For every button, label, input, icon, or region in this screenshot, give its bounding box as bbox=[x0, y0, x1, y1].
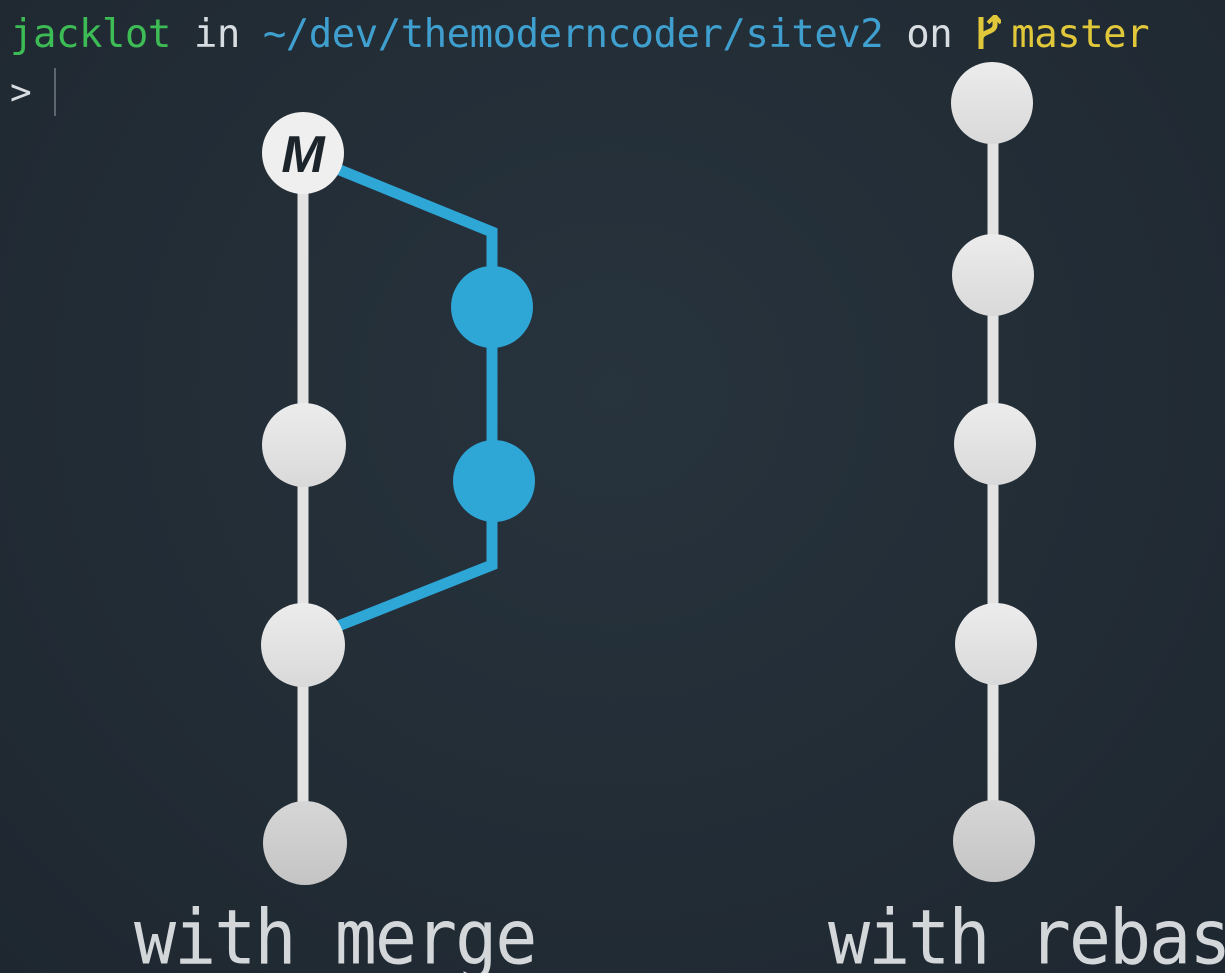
rebase-history bbox=[951, 62, 1037, 882]
prompt-branch: master bbox=[1011, 12, 1150, 57]
commit-node bbox=[952, 234, 1034, 316]
commit-node bbox=[263, 801, 347, 885]
commit-node bbox=[953, 800, 1035, 882]
commit-node bbox=[954, 403, 1036, 485]
text-cursor bbox=[53, 68, 56, 116]
prompt-in: in bbox=[193, 12, 240, 57]
command-input-line[interactable]: > bbox=[10, 68, 56, 116]
commit-node bbox=[951, 62, 1033, 144]
rebase-caption: with rebase bbox=[828, 893, 1225, 973]
prompt-symbol: > bbox=[10, 72, 32, 113]
commit-node bbox=[955, 603, 1037, 685]
shell-prompt: jacklot in ~/dev/themoderncoder/sitev2 o… bbox=[10, 10, 1150, 60]
commit-node bbox=[262, 403, 346, 487]
feature-commit-node bbox=[453, 440, 535, 522]
prompt-user: jacklot bbox=[10, 12, 171, 57]
merge-history: M bbox=[261, 112, 535, 885]
merge-caption: with merge bbox=[134, 893, 537, 973]
prompt-on: on bbox=[906, 12, 953, 57]
git-branch-icon bbox=[978, 15, 1002, 49]
merge-node-label: M bbox=[281, 126, 326, 184]
feature-branch-line bbox=[300, 149, 498, 646]
prompt-path: ~/dev/themoderncoder/sitev2 bbox=[262, 12, 884, 57]
commit-node bbox=[261, 603, 345, 687]
feature-commit-node bbox=[451, 266, 533, 348]
merge-commit-node bbox=[262, 112, 344, 194]
